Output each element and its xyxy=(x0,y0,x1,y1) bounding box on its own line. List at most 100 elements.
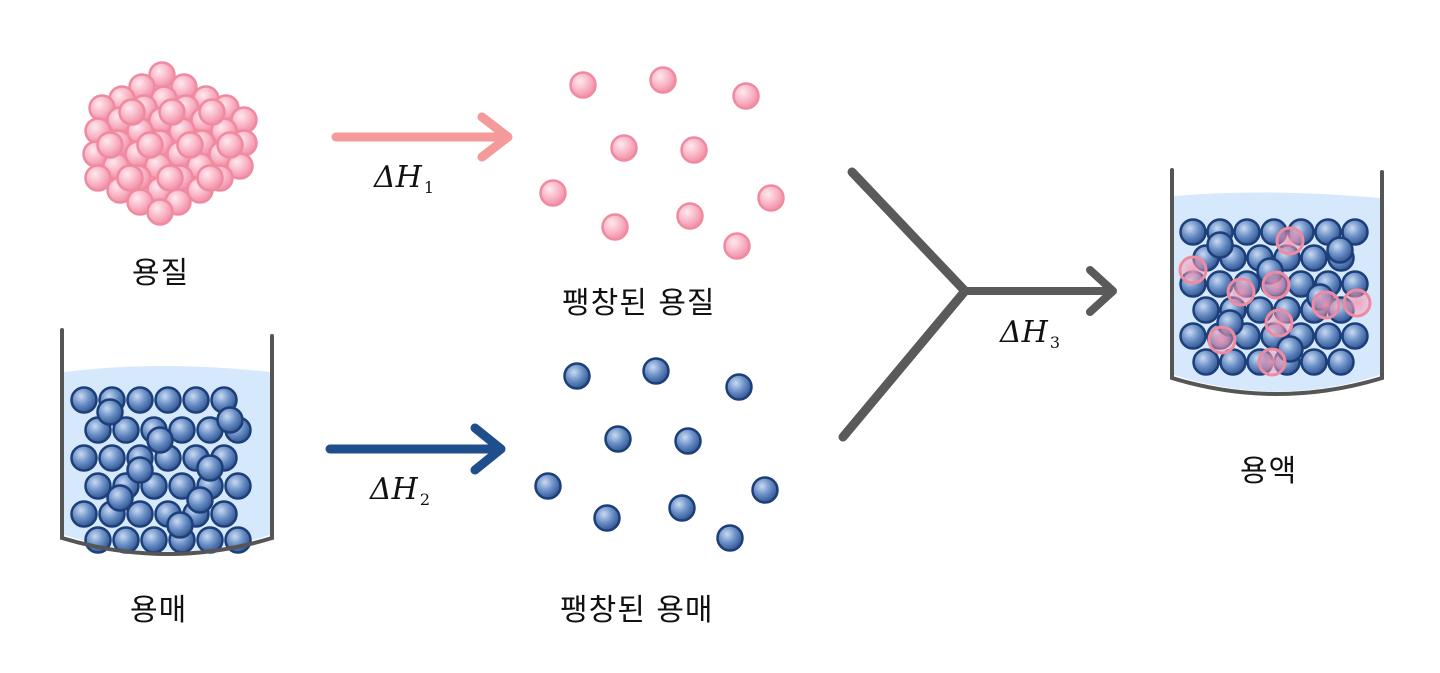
solution-solvent-particle xyxy=(1179,218,1207,246)
expanded-solvent-particle xyxy=(534,472,562,500)
solution-solvent-particle xyxy=(1192,296,1220,324)
solvent-particle xyxy=(166,511,194,539)
expanded-solute-particle xyxy=(569,71,597,99)
solute-crystal-cluster xyxy=(82,61,258,226)
dh3-merge-arrow xyxy=(838,167,1117,442)
solution-solute-particle xyxy=(1264,308,1294,338)
solution-solvent-particle xyxy=(1192,348,1220,376)
solution-solvent-particle xyxy=(1314,322,1342,350)
solvent-particle xyxy=(224,472,252,500)
dh1-symbol: ΔH xyxy=(374,160,422,195)
solution-solute-particle xyxy=(1342,288,1372,318)
solution-solvent-particle xyxy=(1300,244,1328,272)
solute-particle xyxy=(216,131,244,159)
solution-solute-particle xyxy=(1257,347,1287,377)
solute-particle xyxy=(118,98,146,126)
expanded-solvent-particle xyxy=(668,494,696,522)
solvent-label: 용매 xyxy=(130,593,188,628)
dh3-subscript: 3 xyxy=(1049,333,1061,352)
solvent-particle xyxy=(182,386,210,414)
solute-particle xyxy=(146,198,174,226)
solute-particle xyxy=(158,98,186,126)
solvent-particle xyxy=(70,386,98,414)
expanded-solvent-particle xyxy=(604,425,632,453)
solvent-particle xyxy=(98,444,126,472)
expanded-solute-particles xyxy=(539,66,785,260)
solvent-particle xyxy=(70,500,98,528)
expanded-solvent-particle xyxy=(716,524,744,552)
solvent-particles xyxy=(70,386,252,554)
expanded-solute-particle xyxy=(610,134,638,162)
dh2-arrow xyxy=(325,423,506,475)
solution-beaker-outline xyxy=(1170,168,1384,396)
solvent-particle xyxy=(216,406,244,434)
expanded-solute-particle xyxy=(539,179,567,207)
solvent-particle xyxy=(186,486,214,514)
solute-particle xyxy=(136,131,164,159)
solution-solute-particle xyxy=(1207,325,1237,355)
solute-particle xyxy=(156,164,184,192)
solvent-particle xyxy=(96,398,124,426)
solvent-particle xyxy=(168,416,196,444)
solvent-particle xyxy=(146,426,174,454)
expanded-solvent-particle xyxy=(563,362,591,390)
expanded-solute-particle xyxy=(601,213,629,241)
solvent-beaker xyxy=(60,328,274,556)
expanded-solvent-particles xyxy=(534,357,779,552)
expanded-solute-particle xyxy=(680,136,708,164)
expanded-solute-particle xyxy=(676,202,704,230)
solution-solvent-particle xyxy=(1219,348,1247,376)
dh2-subscript: 2 xyxy=(419,490,431,509)
solution-beaker xyxy=(1170,168,1384,396)
solution-solvent-particle xyxy=(1233,218,1261,246)
solute-particle xyxy=(196,164,224,192)
solution-solute-particles xyxy=(1178,226,1372,377)
solvent-particle xyxy=(106,484,134,512)
solute-particle xyxy=(116,164,144,192)
solvent-particle xyxy=(140,526,168,554)
dh2-symbol: ΔH xyxy=(370,472,418,507)
solution-solvent-particle xyxy=(1341,322,1369,350)
solvent-particle xyxy=(84,472,112,500)
expanded-solute-particle xyxy=(732,82,760,110)
expanded-solvent-label: 팽창된 용매 xyxy=(560,593,714,628)
solution-solute-particle xyxy=(1226,277,1256,307)
solvent-particle xyxy=(126,456,154,484)
solution-solvent-particle xyxy=(1326,236,1354,264)
solvent-particle xyxy=(126,500,154,528)
solution-solvent-particle xyxy=(1300,348,1328,376)
solute-particle xyxy=(198,98,226,126)
solution-solvent-particle xyxy=(1341,218,1369,246)
solvent-particle xyxy=(154,386,182,414)
solution-solvent-particle xyxy=(1327,348,1355,376)
solvent-particle xyxy=(168,472,196,500)
solution-solute-particle xyxy=(1261,270,1291,300)
expanded-solute-particle xyxy=(757,184,785,212)
expanded-solvent-particle xyxy=(674,427,702,455)
solvent-beaker-outline xyxy=(60,328,274,556)
expanded-solvent-particle xyxy=(642,357,670,385)
solution-solute-particle xyxy=(1178,255,1208,285)
solute-label: 용질 xyxy=(132,256,190,291)
solvent-particle xyxy=(126,386,154,414)
expanded-solute-label: 팽창된 용질 xyxy=(562,286,716,321)
solute-particle xyxy=(176,131,204,159)
expanded-solute-particle xyxy=(649,66,677,94)
solute-particle xyxy=(96,131,124,159)
expanded-solvent-particle xyxy=(725,373,753,401)
dh3-symbol: ΔH xyxy=(1000,315,1048,350)
solution-label: 용액 xyxy=(1240,454,1298,489)
solvent-particle xyxy=(112,416,140,444)
solution-solute-particle xyxy=(1275,226,1305,256)
dh1-subscript: 1 xyxy=(423,178,435,197)
solvent-particle xyxy=(210,500,238,528)
solution-solvent-particle xyxy=(1206,231,1234,259)
expanded-solvent-particle xyxy=(751,476,779,504)
solvent-particle xyxy=(196,454,224,482)
expanded-solute-particle xyxy=(723,232,751,260)
solution-solvent-particle xyxy=(1179,322,1207,350)
